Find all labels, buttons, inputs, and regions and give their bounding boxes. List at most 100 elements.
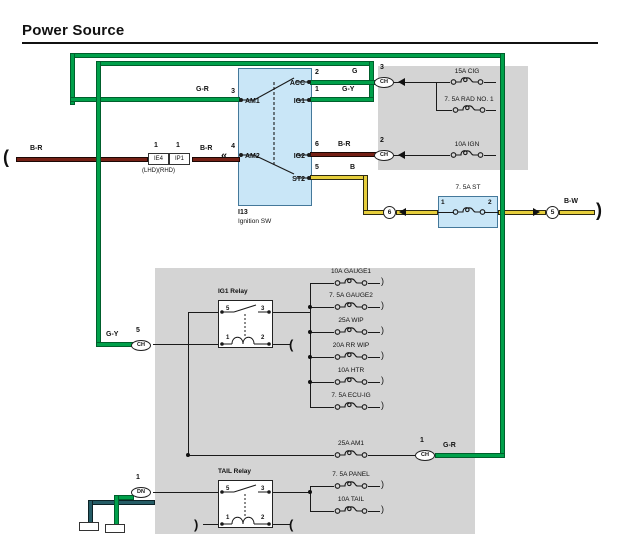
circuit-line [273, 312, 310, 313]
pin-ig1: 1 [315, 86, 319, 93]
fuse-label-st: 7. 5A ST [455, 184, 481, 191]
circuit-line [310, 511, 334, 512]
circuit-line [436, 82, 437, 111]
terminal-am1-label: AM1 [245, 98, 260, 105]
wire-g-acc [310, 80, 376, 85]
wire-label-gy-1: G-Y [342, 86, 355, 93]
fuse-label-htr: 10A HTR [337, 367, 365, 374]
circuit-line [188, 312, 218, 313]
arrow-left-icon [399, 208, 406, 216]
double-arrow-icon: « [221, 150, 228, 162]
pin-dn: 1 [136, 474, 140, 481]
connector-ch-ig2: CH [374, 150, 394, 161]
wire-break-right-icon: ) [596, 200, 602, 220]
fuse-label-cig: 15A CIG [454, 68, 480, 75]
connector-ie4: IE4 [148, 153, 169, 165]
circuit-line [273, 492, 310, 493]
wire-label-b: B [350, 164, 356, 171]
wire-st-to-fuse [396, 210, 438, 215]
terminal-ig1-label: IG1 [294, 98, 305, 105]
wire-label-g: G [352, 68, 358, 75]
circuit-line [484, 155, 496, 156]
circuit-line [368, 283, 380, 284]
wire-continue-icon: ( [289, 337, 294, 352]
fuse-symbol-cig [450, 77, 484, 85]
wire-dn-drop-v [114, 495, 119, 526]
pin-am2: 4 [231, 143, 235, 150]
connector-ip1: IP1 [169, 153, 190, 165]
fuse-symbol-gauge2 [334, 302, 368, 310]
pin-ch-ig2: 2 [380, 137, 384, 144]
page-title: Power Source [22, 22, 125, 39]
fuse-label-panel: 7. 5A PANEL [332, 471, 370, 478]
circuit-line [310, 407, 334, 408]
wire-gy-loop-left [96, 61, 101, 347]
bottom-connector-1 [79, 522, 99, 531]
wire-st2-to-connector [363, 210, 385, 215]
fuse-label-rad: 7. 5A RAD NO. 1 [444, 96, 494, 103]
wire-break-left-icon: ( [3, 147, 9, 167]
connector-st-out: 5 [546, 206, 559, 219]
relay-ig1-label: IG1 Relay [218, 288, 248, 295]
fuse-symbol-ign [450, 150, 484, 158]
wire-gy-to-relay [96, 342, 133, 347]
fuse-label-tail: 10A TAIL [337, 496, 365, 503]
pin-st-fuse-2: 2 [488, 199, 492, 206]
circuit-line [310, 307, 334, 308]
svg-text:5: 5 [226, 306, 230, 312]
circuit-line [394, 82, 450, 83]
connector-ch-am1: CH [415, 450, 435, 461]
circuit-line [436, 110, 452, 111]
pin-ip1: 1 [176, 142, 180, 149]
pin-ch-relay: 5 [136, 327, 140, 334]
circuit-line [310, 283, 334, 284]
connector-st-in: 6 [383, 206, 396, 219]
connector-ch-relay: CH [131, 340, 151, 351]
circuit-line [368, 357, 380, 358]
wire-gy-ig1-stub [310, 97, 374, 102]
svg-text:3: 3 [261, 486, 265, 492]
circuit-line [438, 212, 454, 213]
svg-text:1: 1 [226, 335, 230, 341]
bottom-connector-2 [105, 524, 125, 533]
arrow-left-icon [398, 151, 405, 159]
title-underline [22, 42, 598, 44]
variant-note: (LHD)(RHD) [142, 168, 175, 174]
fuse-label-ecu-ig: 7. 5A ECU-IG [331, 392, 371, 399]
ignition-switch-box [238, 68, 312, 206]
wire-continue-icon: ) [381, 325, 384, 335]
fuse-label-am1: 25A AM1 [337, 440, 365, 447]
wire-ig2-br [310, 152, 376, 157]
ignition-switch-name: Ignition SW [238, 218, 272, 225]
junction-dot [308, 305, 312, 309]
wire-battery-br-left [16, 157, 148, 162]
wire-continue-icon: ) [381, 300, 384, 310]
circuit-line [310, 486, 311, 512]
arrow-right-icon [533, 208, 540, 216]
fuse-symbol-ecu-ig [334, 402, 368, 410]
circuit-line [368, 511, 380, 512]
ignition-switch-id: I13 [238, 209, 248, 216]
junction-dot [308, 355, 312, 359]
terminal-ig2-label: IG2 [294, 153, 305, 160]
relay-ig1-symbol: 5 3 1 2 [220, 304, 271, 346]
pin-acc: 2 [315, 69, 319, 76]
wire-label-bw: B-W [564, 198, 578, 205]
svg-text:3: 3 [261, 306, 265, 312]
wire-continue-icon: ) [381, 504, 384, 514]
circuit-line [273, 344, 290, 345]
fuse-label-ign: 10A IGN [454, 141, 480, 148]
circuit-line [368, 307, 380, 308]
wire-label-br-3: B-R [338, 141, 351, 148]
circuit-line [368, 382, 380, 383]
fuse-symbol-rad [452, 105, 486, 113]
wire-gr-loop-right [500, 53, 505, 458]
wire-continue-icon: ) [381, 479, 384, 489]
circuit-line [368, 455, 415, 456]
fuse-symbol-wip [334, 327, 368, 335]
fuse-symbol-st [452, 207, 486, 215]
arrow-left-icon [398, 78, 405, 86]
fuse-symbol-htr [334, 377, 368, 385]
junction-dot [308, 380, 312, 384]
terminal-am2-label: AM2 [245, 153, 260, 160]
